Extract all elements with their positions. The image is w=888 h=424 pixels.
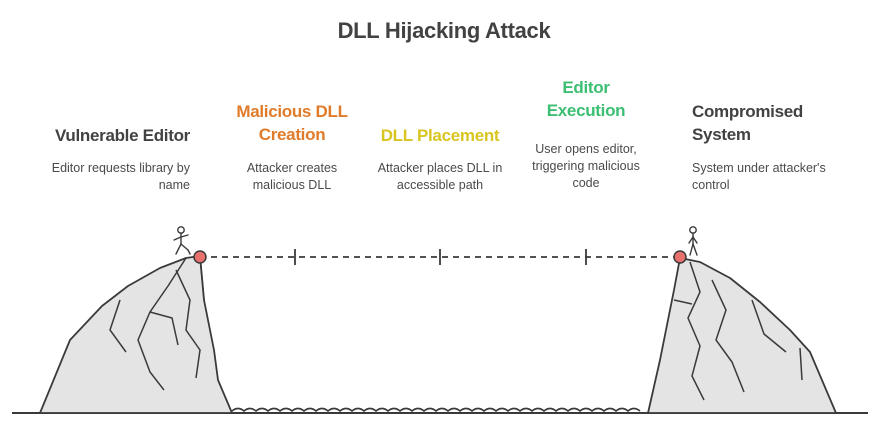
- person-standing-icon: [173, 226, 191, 255]
- start-point-dot: [193, 250, 207, 264]
- diagram-title: DLL Hijacking Attack: [337, 18, 551, 43]
- step-malicious-dll-creation-title: Malicious DLL Creation: [236, 102, 348, 144]
- step-compromised-system-description: System under attacker's control: [692, 161, 826, 192]
- step-vulnerable-editor-description: Editor requests library by name: [51, 161, 190, 192]
- step-editor-execution-title: Editor Execution: [546, 78, 626, 120]
- step-dll-placement-title: DLL Placement: [380, 126, 500, 145]
- right-cliff: [647, 257, 837, 414]
- step-compromised-system-title: Compromised System: [692, 102, 803, 144]
- water-waves: [231, 407, 641, 413]
- end-point-dot: [673, 250, 687, 264]
- step-dll-placement-description: Attacker places DLL in accessible path: [377, 161, 503, 192]
- step-vulnerable-editor-title: Vulnerable Editor: [54, 126, 190, 145]
- step-malicious-dll-creation-description: Attacker creates malicious DLL: [246, 161, 338, 192]
- left-cliff: [39, 255, 233, 414]
- person-waiting-icon: [688, 226, 698, 256]
- step-editor-execution-description: User opens editor, triggering malicious …: [532, 142, 640, 190]
